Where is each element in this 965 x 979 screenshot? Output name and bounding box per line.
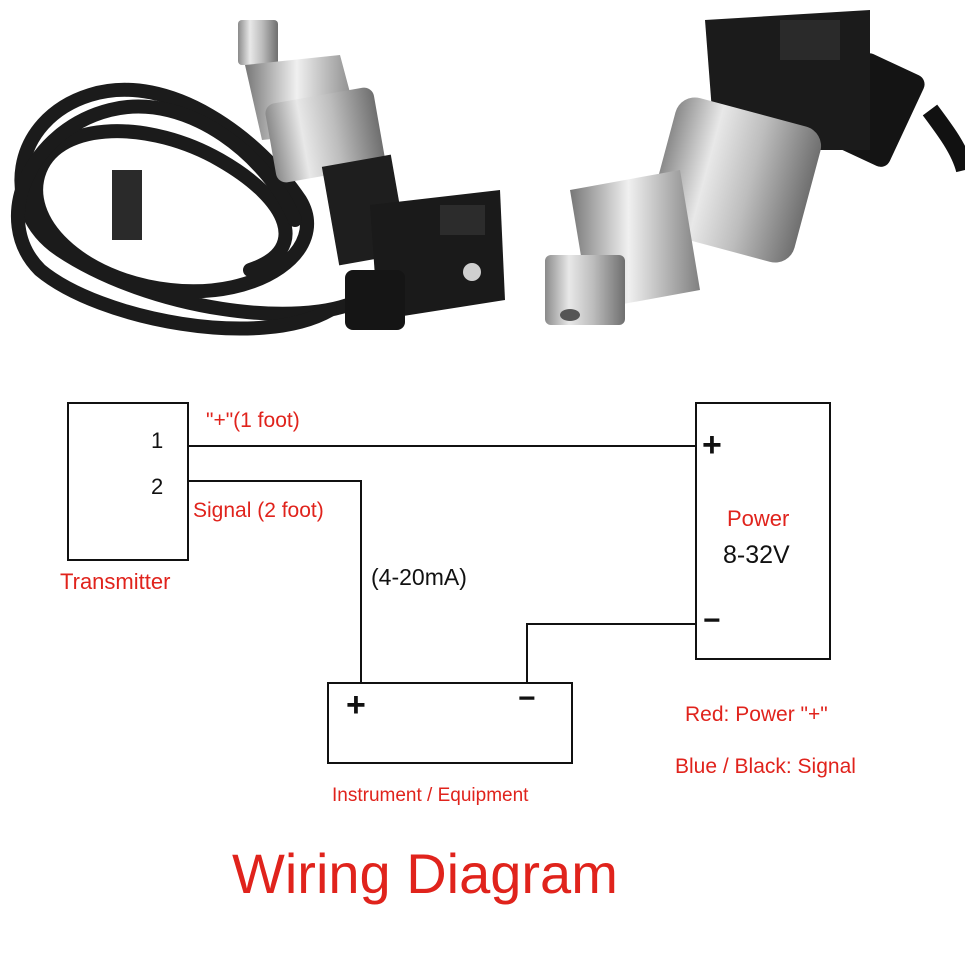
pin-1-label: 1 (151, 428, 164, 453)
cable-coil (10, 82, 367, 336)
pin-2-label: 2 (151, 474, 164, 499)
power-title: Power (727, 506, 790, 531)
power-plus-terminal: + (702, 426, 722, 464)
instrument-label: Instrument / Equipment (332, 785, 529, 806)
legend-blue-black: Blue / Black: Signal (675, 755, 856, 778)
instrument-plus-terminal: + (346, 686, 366, 724)
diagram-title: Wiring Diagram (232, 842, 618, 905)
plus-wire-label: "+"(1 foot) (206, 409, 300, 432)
instrument-box (327, 682, 573, 764)
sensor-left (238, 20, 505, 330)
instrument-minus-terminal: − (518, 682, 536, 715)
current-range-label: (4-20mA) (371, 564, 467, 590)
power-box (695, 402, 831, 660)
power-voltage: 8-32V (723, 541, 790, 569)
power-minus-terminal: − (703, 604, 721, 637)
sensor-right (545, 10, 965, 325)
wire-signal (188, 480, 362, 683)
wire-return (526, 623, 696, 683)
product-photos (10, 10, 965, 336)
transmitter-box (67, 402, 189, 561)
transmitter-label: Transmitter (60, 569, 171, 594)
signal-wire-label: Signal (2 foot) (193, 499, 324, 522)
legend-red: Red: Power "+" (685, 703, 828, 726)
cable-tie (112, 170, 142, 240)
